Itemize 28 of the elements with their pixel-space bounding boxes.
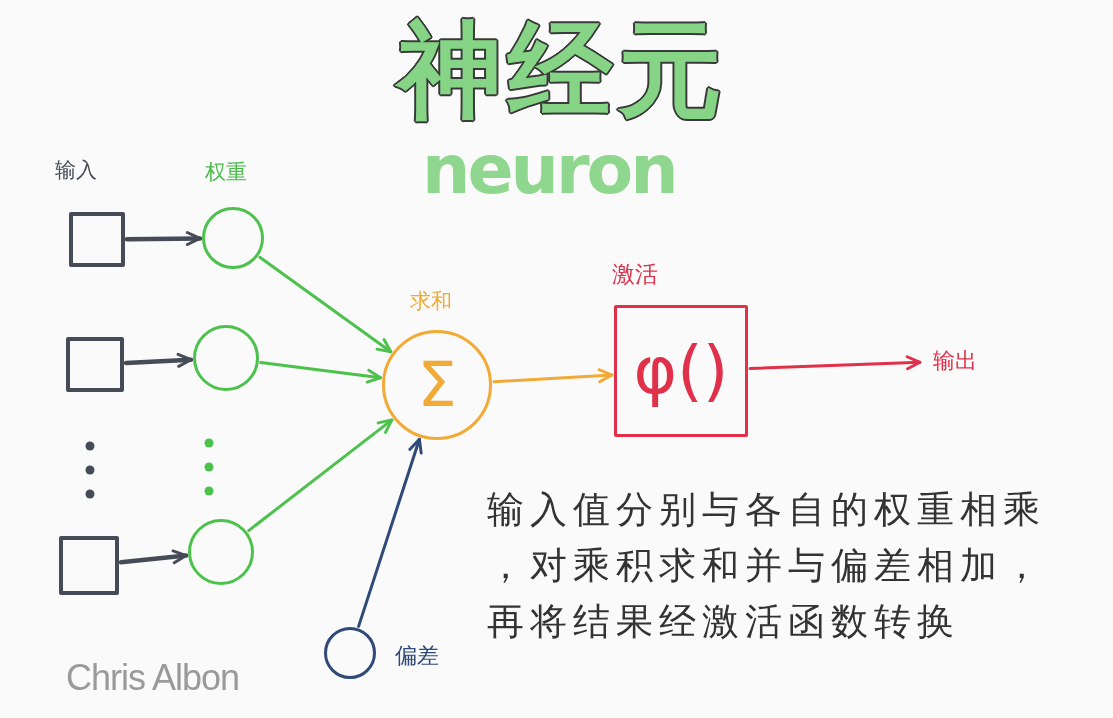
arrow — [118, 549, 189, 565]
weight-circle — [188, 519, 254, 585]
output-label: 输出 — [922, 346, 988, 376]
arrow — [357, 437, 423, 628]
subtitle-text: neuron — [422, 136, 676, 204]
node-caption: 偏差 — [395, 645, 439, 667]
input-box — [69, 212, 125, 267]
arrow — [259, 360, 382, 384]
input-box — [66, 337, 124, 392]
description-text: 输入值分别与各自的权重相乘，对乘积求和并与偏差相加，再将结果经激活函数转换 — [487, 487, 1047, 645]
weight-circle — [202, 207, 264, 269]
arrow — [124, 231, 203, 246]
column-heading: 输入 — [55, 160, 97, 181]
arrow — [258, 255, 393, 354]
input-box — [59, 536, 119, 595]
arrow — [748, 355, 922, 371]
arrow — [247, 418, 394, 533]
column-heading: 权重 — [205, 162, 247, 183]
activation-box — [614, 305, 748, 437]
node-caption: 求和 — [410, 291, 452, 312]
sigma-symbol: Σ — [417, 354, 457, 416]
node-caption: 激活 — [612, 263, 658, 286]
bias-circle — [324, 627, 376, 679]
sum-circle — [382, 330, 492, 440]
weight-circle — [193, 325, 259, 391]
arrow — [123, 352, 194, 368]
signature-text: Chris Albon — [66, 660, 240, 696]
arrow — [492, 368, 614, 384]
